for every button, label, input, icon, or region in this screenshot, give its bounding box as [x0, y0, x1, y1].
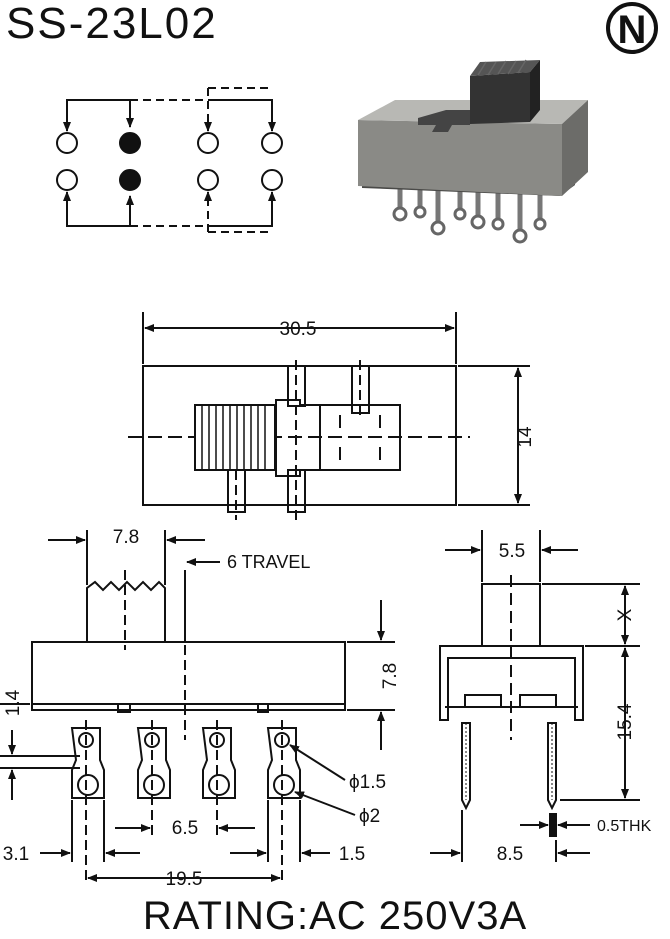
logo-letter: N [618, 8, 647, 52]
thickness-label: 0.5THK [597, 818, 652, 835]
actuator-width-label: 7.8 [113, 527, 139, 548]
actuator-height-label: X [615, 608, 636, 621]
side-view-drawing [430, 530, 640, 862]
total-height-label: 15.4 [615, 703, 636, 740]
front-view-drawing [0, 530, 395, 882]
pin-pitch-label: 6.5 [172, 818, 198, 839]
switch-product-illustration [358, 59, 588, 244]
pin-span-label: 19.5 [166, 869, 203, 890]
side-actuator-width-label: 5.5 [499, 541, 525, 562]
part-number-title: SS-23L02 [6, 0, 218, 48]
circuit-schematic [56, 87, 283, 233]
body-height-label: 7.8 [380, 663, 401, 689]
height-dimension-label: 14 [515, 426, 536, 448]
travel-label: 6 TRAVEL [227, 552, 310, 572]
large-hole-diameter-label: ϕ2 [359, 806, 380, 827]
width-dimension-label: 30.5 [280, 319, 317, 340]
small-hole-diameter-label: ϕ1.5 [349, 772, 386, 793]
side-pin-span-label: 8.5 [497, 844, 523, 865]
right-margin-label: 1.5 [339, 844, 365, 865]
n-logo-icon: N [606, 2, 658, 54]
pin-offset-label: 1.4 [3, 689, 24, 716]
left-margin-label: 3.1 [3, 844, 29, 865]
rating-label: RATING:AC 250V3A [142, 894, 528, 938]
top-view-drawing [128, 312, 530, 520]
